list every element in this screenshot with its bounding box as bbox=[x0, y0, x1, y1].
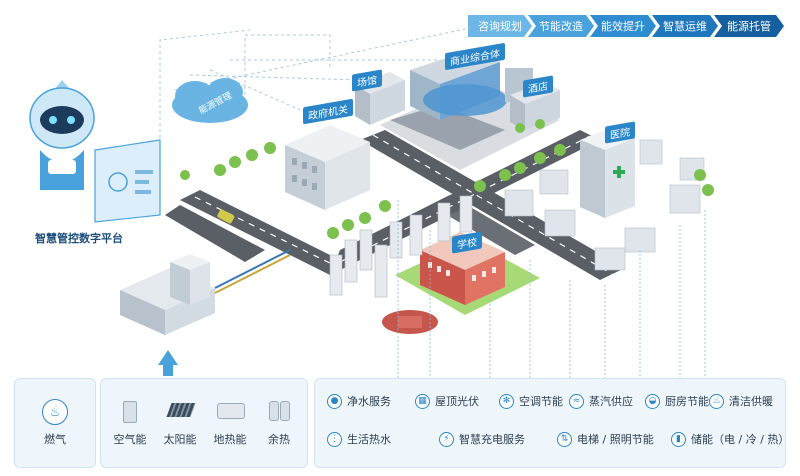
shower-icon: ⋮ bbox=[327, 431, 342, 447]
upward-arrow-icon bbox=[158, 350, 178, 376]
energy-source-item: 余热 bbox=[268, 433, 290, 446]
service-item: ✻空调节能 bbox=[499, 393, 563, 409]
energy-source-item: 地热能 bbox=[213, 433, 247, 446]
service-item: ⋮生活热水 bbox=[327, 431, 391, 447]
trees bbox=[180, 119, 714, 239]
pot-icon: ◒ bbox=[645, 393, 660, 409]
energy-source-item: 太阳能 bbox=[163, 433, 197, 446]
waste-heat-icon bbox=[269, 401, 279, 421]
service-item: ●净水服务 bbox=[327, 393, 391, 409]
geothermal-icon bbox=[217, 403, 245, 419]
service-item: ▮储能（电 / 冷 / 热） bbox=[671, 431, 789, 447]
service-item: ⚡智慧充电服务 bbox=[439, 431, 525, 447]
service-item: ⇅电梯 / 照明节能 bbox=[557, 431, 654, 447]
snowflake-icon: ✻ bbox=[499, 393, 514, 409]
steam-icon: ≈ bbox=[569, 393, 584, 409]
gas-label: 燃气 bbox=[44, 433, 66, 446]
gas-flame-icon: ♨ bbox=[42, 399, 68, 425]
solar-panel-icon: ▦ bbox=[415, 393, 430, 409]
service-item: ◒厨房节能 bbox=[645, 393, 709, 409]
drop-icon: ● bbox=[327, 393, 342, 409]
gov-building bbox=[285, 125, 370, 210]
flow-step-efficiency: 能效提升 bbox=[590, 15, 656, 37]
mascot-robot bbox=[29, 80, 95, 190]
charging-icon: ⚡ bbox=[439, 431, 454, 447]
air-energy-icon bbox=[123, 401, 137, 423]
flow-step-retrofit: 节能改造 bbox=[528, 15, 594, 37]
platform-label: 智慧管控数字平台 bbox=[35, 232, 123, 245]
waste-heat-icon-b bbox=[280, 401, 290, 421]
gas-panel: ♨ 燃气 bbox=[14, 378, 96, 468]
cloud-icon bbox=[172, 78, 248, 123]
flow-step-hosting: 能源托管 bbox=[714, 15, 784, 37]
battery-icon: ▮ bbox=[671, 431, 686, 447]
energy-plant bbox=[120, 254, 215, 335]
heat-icon: ♨ bbox=[709, 393, 724, 409]
service-item: ▦屋顶光伏 bbox=[415, 393, 479, 409]
service-item: ≈蒸汽供应 bbox=[569, 393, 633, 409]
solar-panel-icon bbox=[166, 403, 196, 417]
energy-source-panel: 空气能 太阳能 地热能 余热 bbox=[100, 378, 308, 468]
digital-screen bbox=[94, 139, 161, 223]
flow-step-operation: 智慧运维 bbox=[652, 15, 718, 37]
elevator-icon: ⇅ bbox=[557, 431, 572, 447]
energy-source-item: 空气能 bbox=[113, 433, 147, 446]
flow-step-consulting: 咨询规划 bbox=[468, 15, 532, 37]
service-item: ♨清洁供暖 bbox=[709, 393, 773, 409]
services-panel: ●净水服务 ▦屋顶光伏 ✻空调节能 ≈蒸汽供应 ◒厨房节能 ♨清洁供暖 ⋮生活热… bbox=[314, 378, 789, 468]
